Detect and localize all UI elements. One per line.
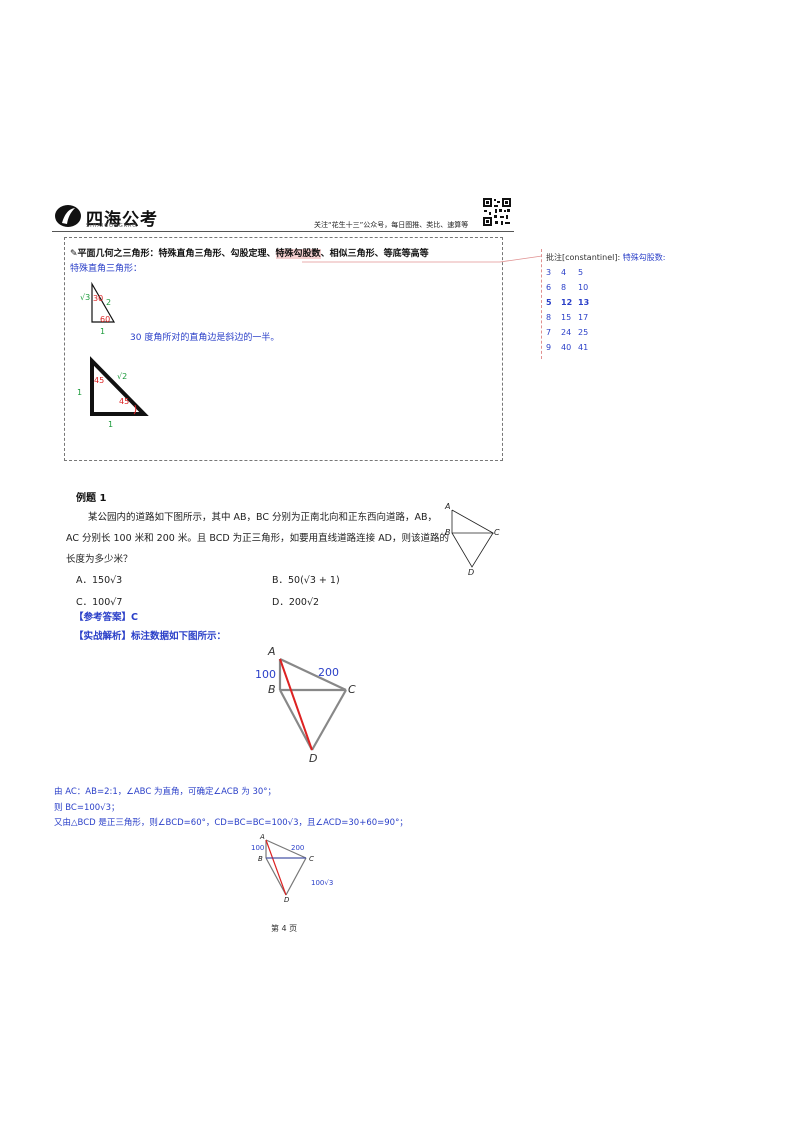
- comment-header: 批注[constantinel]: 特殊勾股数:: [546, 252, 665, 263]
- comment-number: 9: [546, 343, 552, 352]
- question-line-2: AC 分别长 100 米和 200 米。且 BCD 为正三角形，如要用直线道路连…: [66, 533, 450, 544]
- comment-number: 12: [561, 298, 573, 307]
- option-d[interactable]: D．200√2: [272, 597, 320, 608]
- comment-number: 4: [561, 268, 567, 277]
- comment-number: 41: [578, 343, 589, 352]
- tri1-side-one: 1: [100, 327, 106, 336]
- tri2-hypotenuse: √2: [117, 372, 128, 381]
- qr-code-icon: [482, 197, 512, 227]
- question-line-3: 长度为多少米？: [66, 554, 133, 565]
- tri1-angle-60: 60: [100, 315, 111, 324]
- analysis-figure-small: [265, 839, 307, 896]
- reference-answer: 【参考答案】C: [74, 612, 138, 623]
- logo-icon: [55, 205, 81, 227]
- small-fig-c: C: [309, 855, 314, 863]
- small-fig-ab: 100: [251, 844, 265, 852]
- analysis-figure: [278, 658, 347, 751]
- comment-number: 40: [561, 343, 572, 352]
- tri1-note: 30 度角所对的直角边是斜边的一半。: [130, 333, 280, 343]
- small-fig-cd: 100√3: [311, 879, 334, 887]
- fig-label-c: C: [494, 528, 500, 537]
- box-subtitle: 特殊直角三角形：: [70, 264, 143, 274]
- fig-label-b: B: [445, 528, 451, 537]
- analysis-fig-a: A: [268, 645, 276, 658]
- comment-number: 15: [561, 313, 572, 322]
- question-line-1: 某公园内的道路如下图所示，其中 AB，BC 分别为正南北向和正东西向道路，AB，: [88, 512, 438, 523]
- comment-number: 6: [546, 283, 552, 292]
- comment-number: 13: [578, 298, 590, 307]
- analysis-label: 【实战解析】标注数据如下图所示：: [74, 631, 227, 642]
- tri1-angle-30: 30: [93, 294, 104, 303]
- knowledge-box: [64, 237, 503, 461]
- comment-number: 24: [561, 328, 572, 337]
- fig-label-d: D: [468, 568, 475, 577]
- solution-line-1: 由 AC：AB=2:1，∠ABC 为直角，可确定∠ACB 为 30°；: [54, 787, 277, 797]
- box-title-suffix: 、相似三角形、等底等高等: [320, 249, 429, 259]
- tri2-angle-top: 45: [94, 376, 105, 385]
- option-b[interactable]: B．50(√3 + 1): [272, 575, 340, 586]
- box-title-highlight: 特殊勾股数: [275, 249, 321, 259]
- analysis-fig-c: C: [348, 683, 356, 696]
- option-c[interactable]: C．100√7: [76, 597, 123, 608]
- small-fig-b: B: [258, 855, 263, 863]
- tri2-side-left: 1: [77, 388, 83, 397]
- comment-number: 8: [546, 313, 552, 322]
- page-number: 第 4 页: [271, 924, 298, 933]
- tri2-side-bottom: 1: [108, 420, 114, 429]
- logo-title: 四海公考: [86, 210, 158, 230]
- comment-number: 25: [578, 328, 589, 337]
- comment-number: 17: [578, 313, 589, 322]
- logo-subtitle: SIHAIGONGKAO: [86, 223, 138, 229]
- comment-number: 5: [578, 268, 584, 277]
- tri1-side-sqrt3: √3: [80, 293, 91, 302]
- tri2-angle-right: 45: [119, 397, 130, 406]
- solution-line-2: 则 BC=100√3；: [54, 803, 120, 813]
- comment-connector: [302, 255, 543, 263]
- solution-line-3: 又由△BCD 是正三角形，则∠BCD=60°，CD=BC=BC=100√3，且∠…: [54, 818, 408, 828]
- tri1-hypotenuse: 2: [106, 298, 112, 307]
- analysis-fig-ab: 100: [255, 668, 276, 681]
- comment-number: 10: [578, 283, 589, 292]
- header-note: 关注“花生十三”公众号，每日图推、类比、速算等: [314, 221, 469, 229]
- triangle-30-60: [91, 281, 116, 323]
- comment-number: 5: [546, 298, 552, 307]
- question-figure: [451, 509, 495, 568]
- small-fig-a: A: [260, 833, 265, 841]
- small-fig-ac: 200: [291, 844, 305, 852]
- option-a[interactable]: A．150√3: [76, 575, 123, 586]
- box-title-prefix: ✎平面几何之三角形：特殊直角三角形、勾股定理、: [70, 249, 276, 259]
- example-heading: 例题 1: [76, 493, 107, 504]
- comment-label: 批注[constantinel]:: [546, 253, 621, 262]
- comment-number: 8: [561, 283, 567, 292]
- analysis-fig-b: B: [268, 683, 276, 696]
- triangle-45-45: [90, 356, 149, 416]
- comment-number: 3: [546, 268, 552, 277]
- analysis-fig-ac: 200: [318, 666, 339, 679]
- comment-number: 7: [546, 328, 552, 337]
- box-title: ✎平面几何之三角形：特殊直角三角形、勾股定理、特殊勾股数、相似三角形、等底等高等: [70, 246, 429, 259]
- comment-title: 特殊勾股数:: [622, 253, 666, 262]
- fig-label-a: A: [445, 502, 451, 511]
- header-divider: [52, 231, 514, 232]
- small-fig-d: D: [284, 896, 290, 904]
- analysis-fig-d: D: [309, 752, 318, 765]
